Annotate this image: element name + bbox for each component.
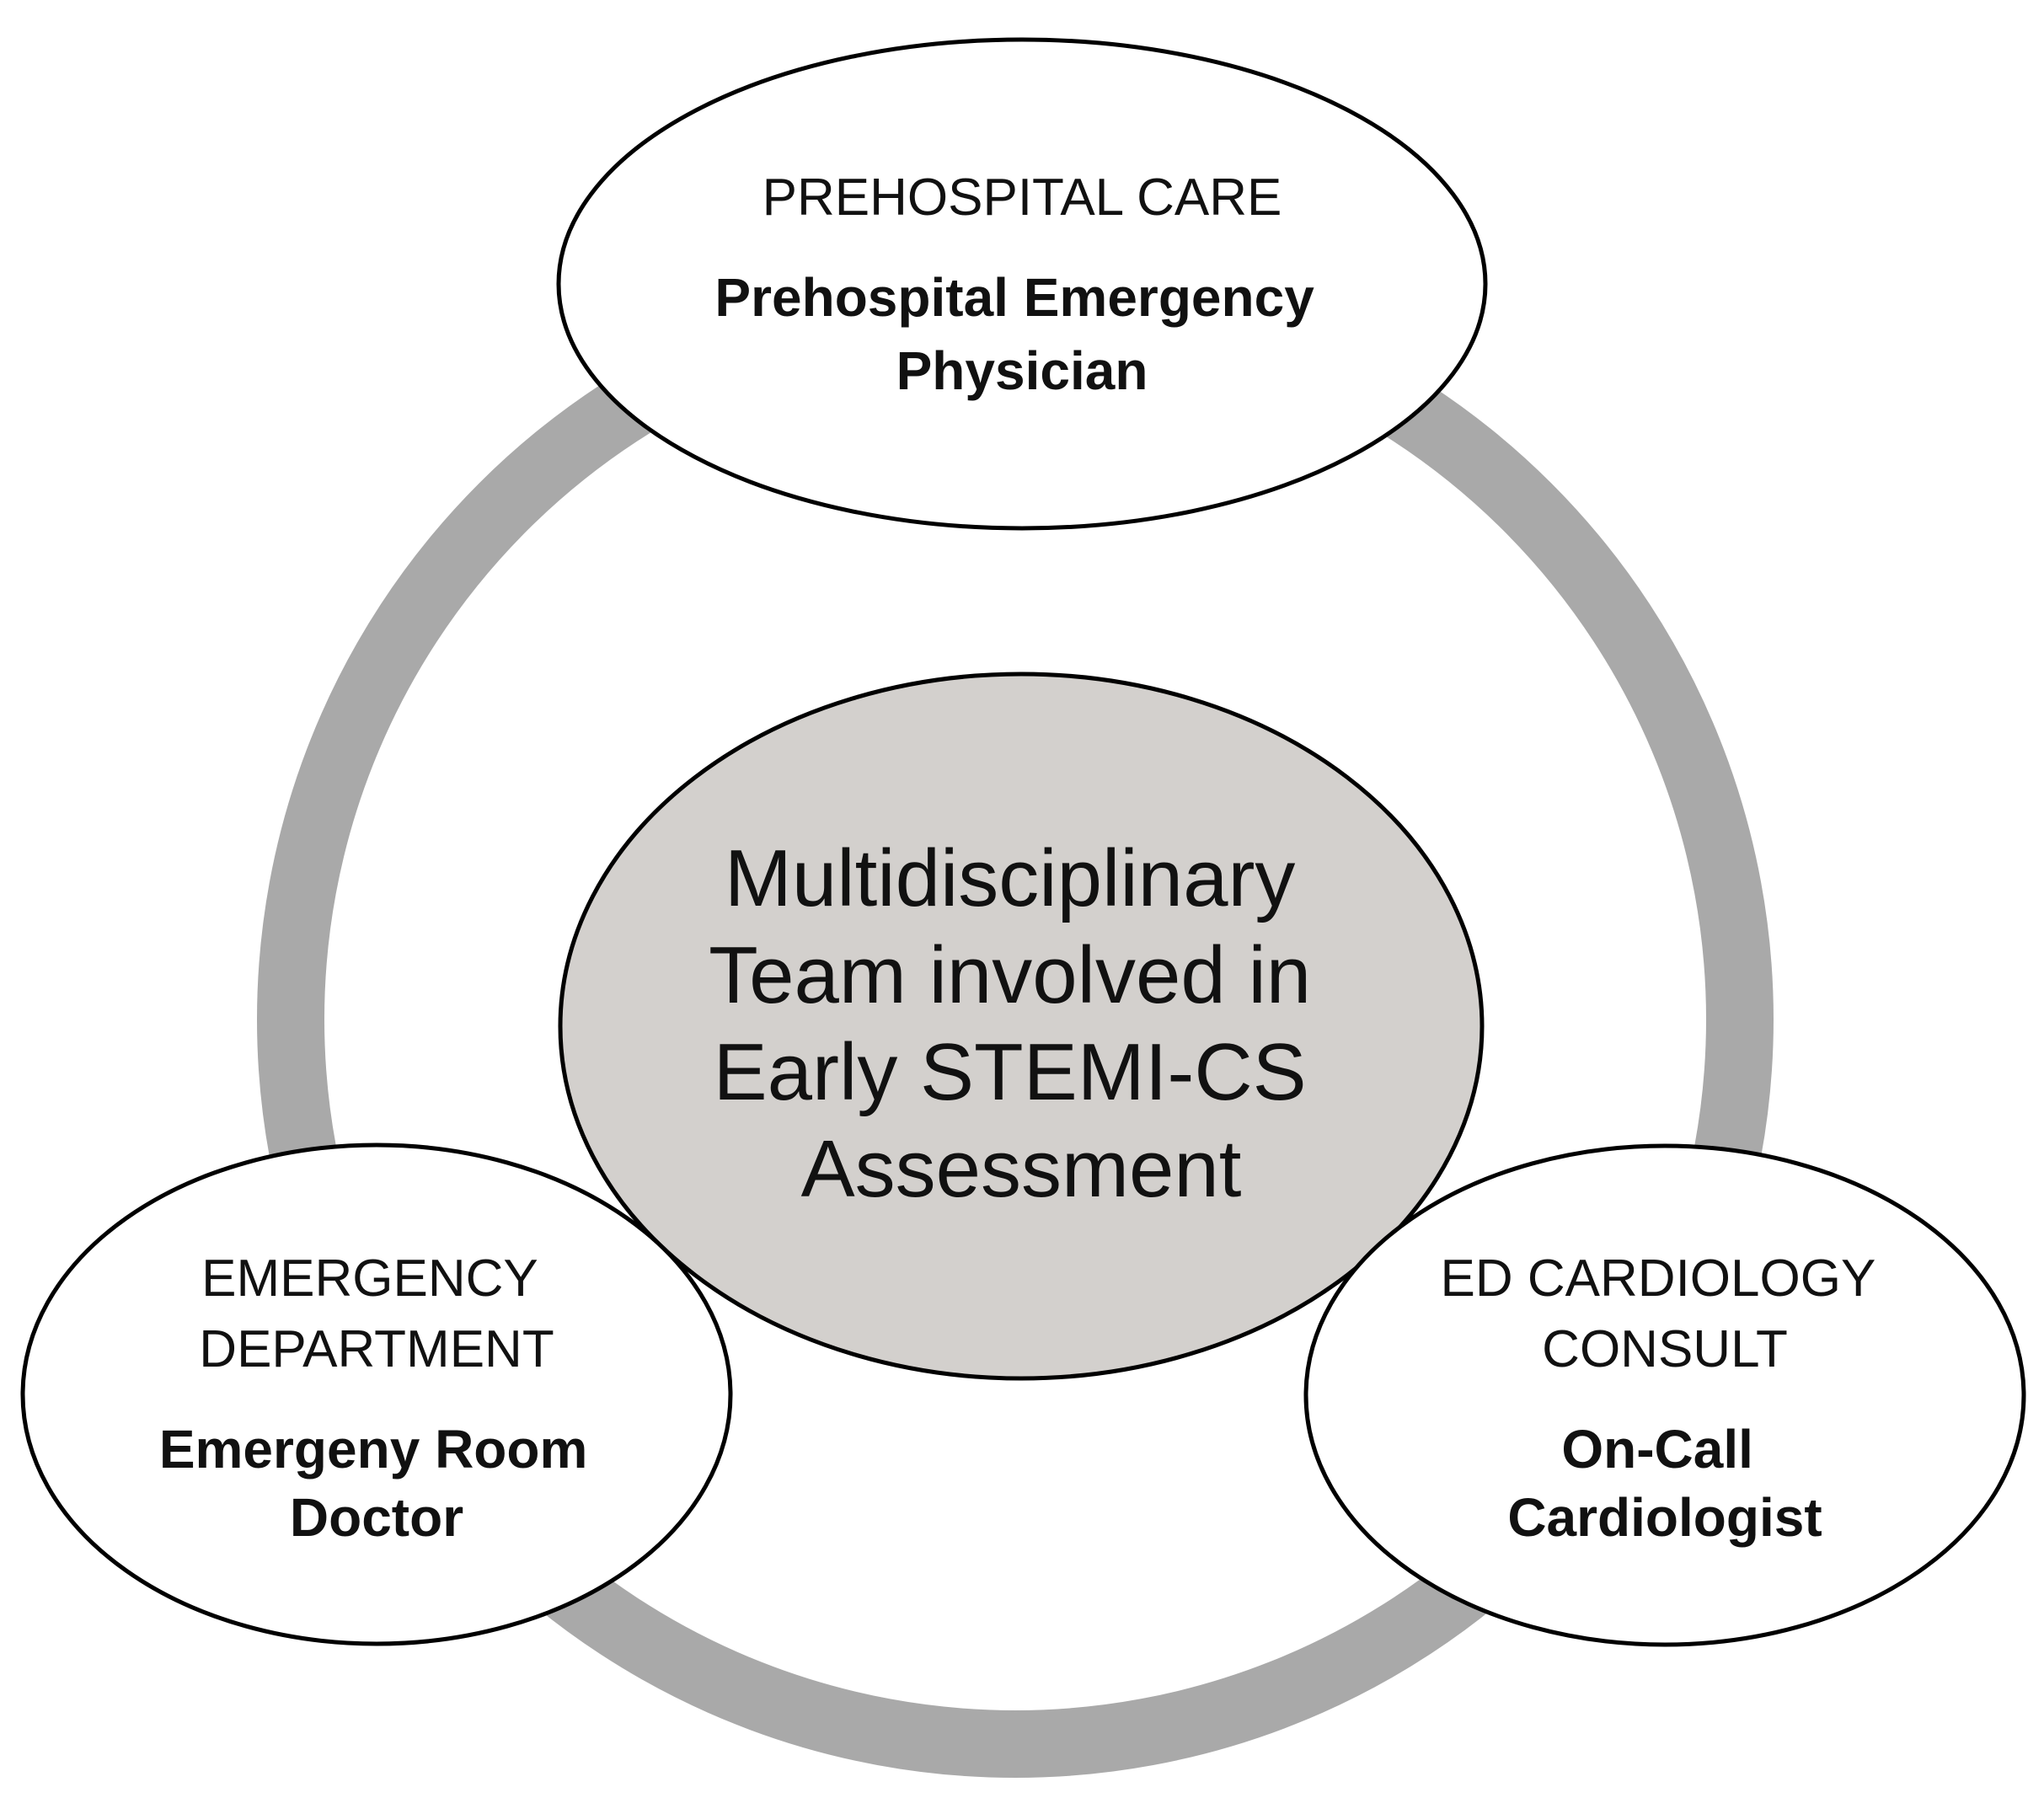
cardiology-consult-node: ED CARDIOLOGY CONSULT On-Call Cardiologi… [1303, 1143, 2026, 1647]
center-title-line-3: Early STEMI-CS [714, 1027, 1307, 1117]
svg-text:ED CARDIOLOGY CONSULT: ED CARDIOLOGY CONSULT [1441, 1249, 1890, 1378]
center-title-line-1: Multidisciplinary [725, 833, 1296, 923]
cardiology-consult-ellipse [1303, 1143, 2026, 1647]
emergency-department-ellipse [20, 1142, 733, 1646]
svg-text:Emergeny Room Doctor: Emergeny Room Doctor [159, 1419, 602, 1548]
cardiology-role-line-1: On-Call [1561, 1419, 1753, 1480]
center-title-line-2: Team involved in [709, 930, 1311, 1020]
prehospital-care-node: PREHOSPITAL CARE Prehospital Emergency P… [556, 37, 1488, 531]
emergency-department-heading-line-2: DEPARTMENT [199, 1320, 554, 1378]
svg-text:Prehospital Emergency Ph: Prehospital Emergency Physician [714, 267, 1329, 401]
emergency-role-line-1: Emergeny Room [159, 1419, 588, 1480]
cardiology-consult-heading-line-2: CONSULT [1542, 1320, 1788, 1378]
emergency-department-node: EMERGENCY DEPARTMENT Emergeny Room Docto… [20, 1142, 733, 1646]
emergency-role-line-2: Doctor [290, 1487, 463, 1548]
emergency-department-heading-line-1: EMERGENCY [201, 1249, 538, 1308]
center-node: Multidisciplinary Team involved in Early… [558, 672, 1485, 1381]
center-title-line-4: Assessment [801, 1124, 1242, 1214]
center-ellipse [558, 672, 1485, 1381]
cardiology-role-line-2: Cardiologist [1507, 1487, 1822, 1548]
svg-text:EMERGENCY DEPARTMENT: EMERGENCY DEPARTMENT [199, 1249, 554, 1378]
prehospital-care-ellipse [556, 37, 1488, 531]
cardiology-consult-heading-line-1: ED CARDIOLOGY [1441, 1249, 1875, 1308]
prehospital-role-line-1: Prehospital Emergency [714, 267, 1314, 328]
svg-text:On-Call Cardiologist: On-Call Cardiologist [1507, 1419, 1822, 1548]
prehospital-care-heading: PREHOSPITAL CARE [762, 169, 1282, 227]
svg-text:Multidisciplinary Team i: Multidisciplinary Team involved in Early… [709, 833, 1334, 1214]
prehospital-role-line-2: Physician [896, 340, 1148, 401]
